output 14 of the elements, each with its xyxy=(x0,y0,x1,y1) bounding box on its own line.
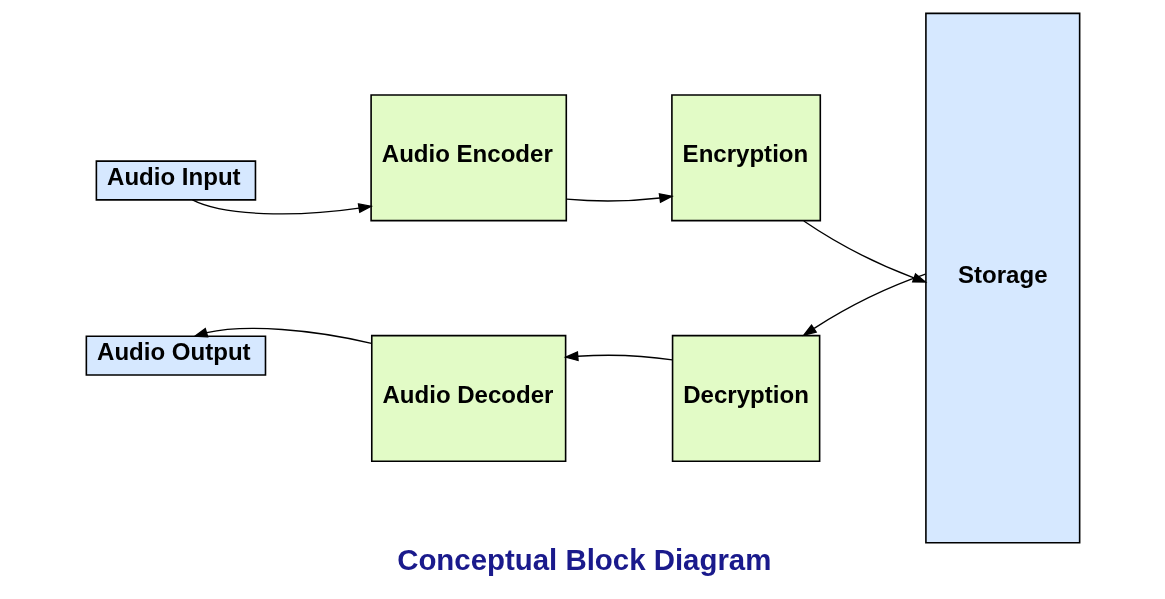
caption: Conceptual Block Diagram xyxy=(396,543,771,577)
node-box: Audio Encoder xyxy=(369,94,567,222)
arrow xyxy=(802,220,927,283)
node-box: Audio Input xyxy=(95,160,256,201)
node-box: Storage xyxy=(924,12,1080,544)
arrow xyxy=(565,192,674,204)
arrow xyxy=(563,351,673,362)
node-box: Audio Output xyxy=(85,335,266,376)
node-box: Encryption xyxy=(670,94,821,222)
node-box: Decryption xyxy=(671,334,820,463)
arrow xyxy=(191,199,373,215)
node-box: Audio Decoder xyxy=(370,334,566,463)
arrow xyxy=(192,327,372,345)
arrow xyxy=(801,273,926,337)
